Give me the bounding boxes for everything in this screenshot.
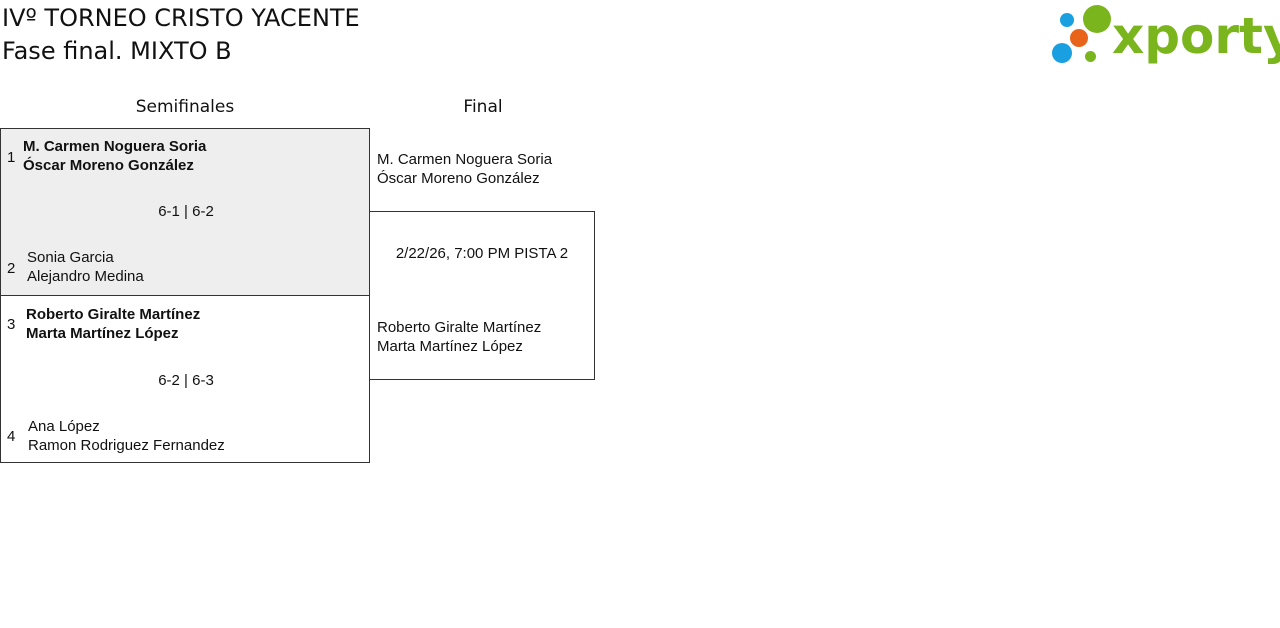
final-match-connector[interactable] [369,211,595,380]
player-name: Marta Martínez López [377,338,523,355]
logo-orange-dot-icon [1070,29,1088,47]
player-name: Óscar Moreno González [23,157,194,174]
logo-green-dot-icon [1083,5,1111,33]
team-loser: Ana López Ramon Rodriguez Fernandez [28,417,225,455]
team-loser: Sonia Garcia Alejandro Medina [27,248,144,286]
player-name: Ramon Rodriguez Fernandez [28,437,225,454]
phase-title: Fase final. MIXTO B [2,37,232,65]
match-score: 6-1 | 6-2 [158,203,214,220]
seed-number: 2 [7,260,16,277]
final-team-bottom: Roberto Giralte Martínez Marta Martínez … [377,318,541,356]
semifinal-match-2[interactable]: 3 Roberto Giralte Martínez Marta Martíne… [0,295,370,463]
logo-blue-big-dot-icon [1052,43,1072,63]
match-score: 6-2 | 6-3 [158,372,214,389]
player-name: Ana López [28,418,100,435]
xporty-logo[interactable]: xporty [1050,4,1280,68]
round-semifinals-label: Semifinales [135,97,235,117]
player-name: Roberto Giralte Martínez [26,306,201,323]
player-name: Óscar Moreno González [377,170,540,187]
logo-blue-dot-icon [1060,13,1074,27]
team-winner: Roberto Giralte Martínez Marta Martínez … [26,305,200,343]
team-winner: M. Carmen Noguera Soria Óscar Moreno Gon… [23,137,206,175]
seed-number: 1 [7,149,16,166]
player-name: Alejandro Medina [27,268,144,285]
player-name: M. Carmen Noguera Soria [377,151,553,168]
logo-green-small-dot-icon [1085,51,1096,62]
seed-number: 4 [7,428,16,445]
final-schedule: 2/22/26, 7:00 PM PISTA 2 [395,245,569,262]
player-name: Marta Martínez López [26,325,179,342]
player-name: Roberto Giralte Martínez [377,319,542,336]
seed-number: 3 [7,316,16,333]
final-team-top: M. Carmen Noguera Soria Óscar Moreno Gon… [377,150,552,188]
tournament-title: IVº TORNEO CRISTO YACENTE [2,4,360,32]
player-name: Sonia Garcia [27,249,114,266]
player-name: M. Carmen Noguera Soria [23,138,207,155]
logo-wordmark: xporty [1112,7,1280,65]
round-final-label: Final [463,97,503,117]
semifinal-match-1[interactable]: 1 M. Carmen Noguera Soria Óscar Moreno G… [0,128,370,296]
